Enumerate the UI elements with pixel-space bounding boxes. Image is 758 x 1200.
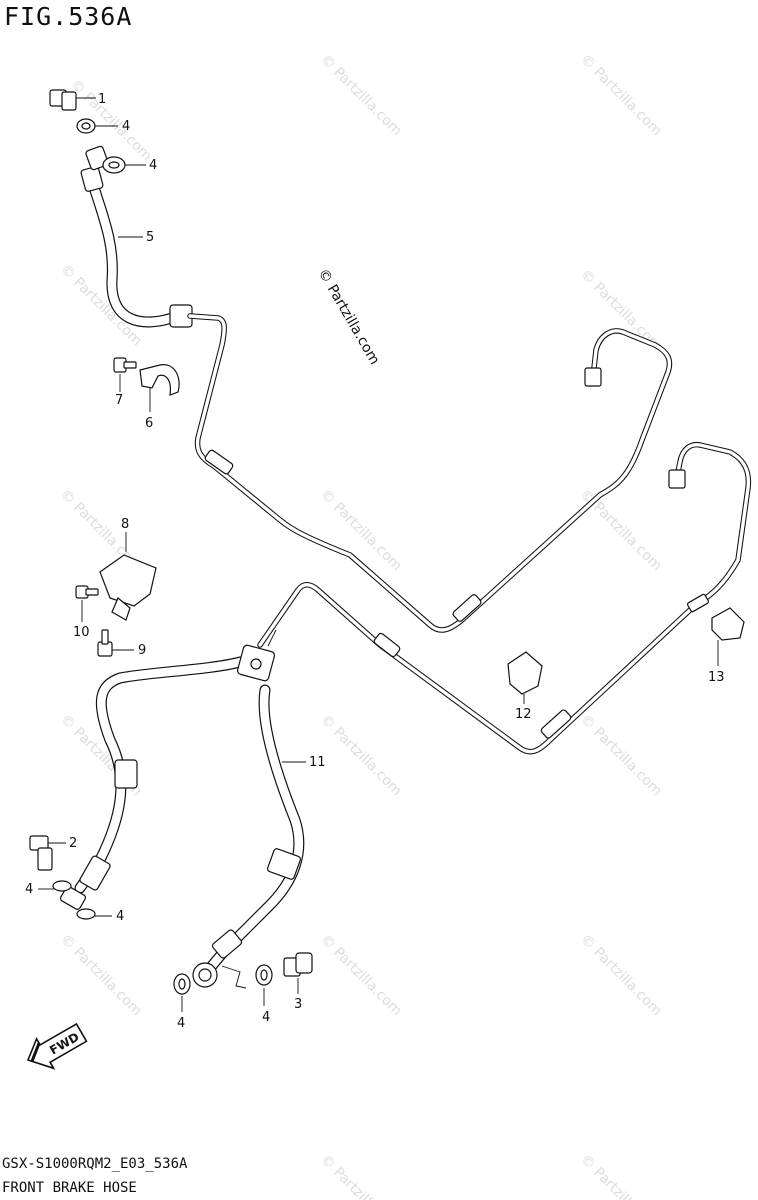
upper-brake-hose (80, 145, 193, 328)
bracket-8 (99, 532, 157, 621)
bolt-7 (113, 357, 137, 392)
watermark-text: © Partzilla.com (577, 487, 665, 575)
watermark-text: © Partzilla.com (57, 932, 145, 1020)
clip-13 (711, 607, 745, 666)
callout-10: 10 (73, 625, 90, 640)
watermark-text: © Partzilla.com (317, 52, 405, 140)
lower-brake-hose-left (59, 656, 246, 910)
callout-5: 5 (146, 230, 154, 245)
watermark-text: © Partzilla.com (577, 932, 665, 1020)
model-code: GSX-S1000RQM2_E03_536A (2, 1156, 188, 1172)
lower-brake-hose-right (199, 684, 305, 981)
callout-2: 2 (69, 836, 77, 851)
figure-title: FIG.536A (4, 2, 133, 31)
callout-4: 4 (122, 119, 130, 134)
banjo-bolt-1 (49, 89, 96, 111)
clamp-6 (139, 364, 180, 412)
washer-4e (173, 973, 191, 1012)
banjo-bolt-2 (29, 835, 66, 871)
callout-12: 12 (515, 707, 532, 722)
callout-6: 6 (145, 416, 153, 431)
watermark-text: © Partzilla.com (57, 262, 145, 350)
washer-4c (38, 880, 72, 892)
banjo-bolt-3 (283, 952, 313, 994)
callout-8: 8 (121, 517, 129, 532)
callout-4: 4 (262, 1010, 270, 1025)
watermark-text: © Partzilla.com (317, 932, 405, 1020)
callout-7: 7 (115, 393, 123, 408)
hose-joint (236, 629, 277, 682)
watermark-text: © Partzilla.com (317, 1152, 405, 1200)
callout-4: 4 (149, 158, 157, 173)
washer-4f (255, 964, 273, 1006)
upper-brake-pipe (187, 313, 673, 633)
watermark-text: © Partzilla.com (577, 1152, 665, 1200)
watermark-text: © Partzilla.com (577, 712, 665, 800)
clip-12 (507, 651, 543, 704)
callout-labels: 1 4 4 5 7 6 8 10 9 11 12 13 2 4 4 4 4 3 (25, 92, 725, 1031)
washer-4d (76, 908, 112, 920)
lower-brake-pipe (257, 441, 752, 755)
callout-4: 4 (25, 882, 33, 897)
callout-4: 4 (116, 909, 124, 924)
fwd-arrow-icon: FWD (26, 1022, 88, 1070)
figure-name: FRONT BRAKE HOSE (2, 1180, 137, 1196)
callout-4: 4 (177, 1016, 185, 1031)
bolt-9 (97, 629, 134, 657)
washer-4b (102, 156, 146, 174)
callout-11: 11 (309, 755, 326, 770)
watermark-text: © Partzilla.com (317, 712, 405, 800)
hose-fitting-lower (192, 962, 247, 989)
watermark-main: © Partzilla.com (315, 266, 383, 368)
callout-9: 9 (138, 643, 146, 658)
bolt-10 (75, 585, 99, 622)
callout-13: 13 (708, 670, 725, 685)
washer-4a (76, 118, 118, 134)
callout-1: 1 (98, 92, 106, 107)
callout-3: 3 (294, 997, 302, 1012)
watermark-text: © Partzilla.com (577, 52, 665, 140)
